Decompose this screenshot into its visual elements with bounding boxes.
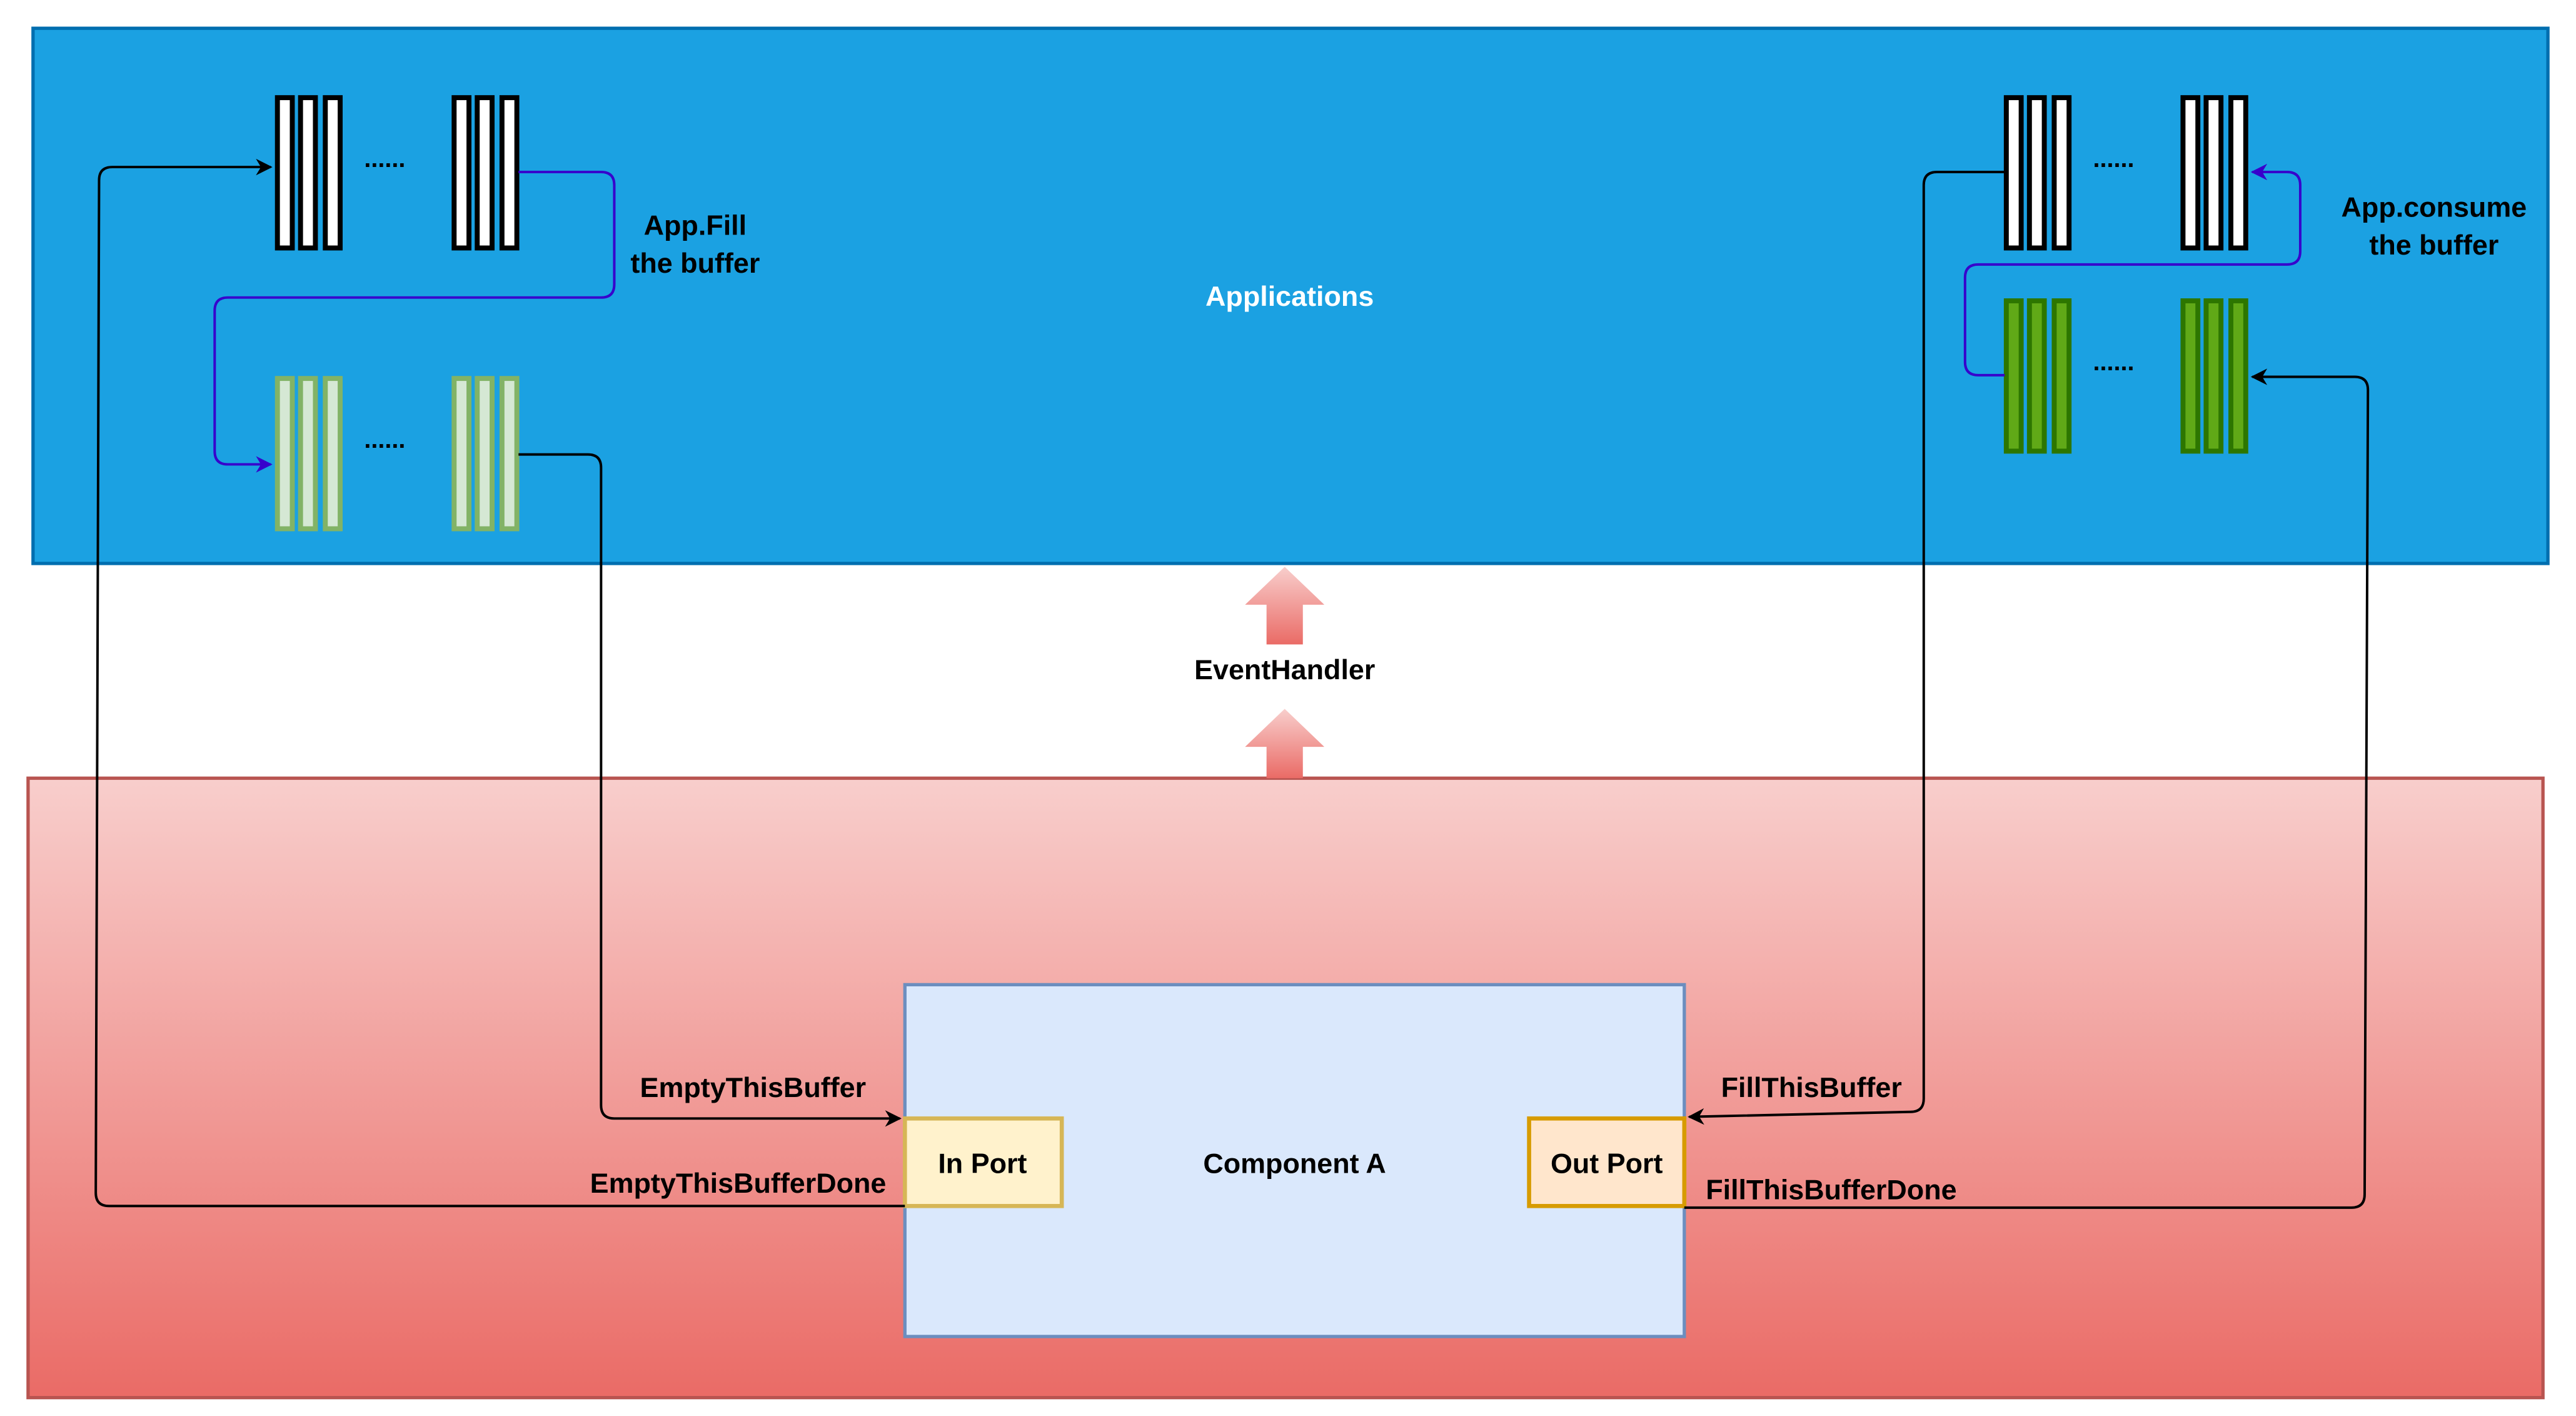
app-consume-label-line2: the buffer	[2369, 229, 2498, 261]
fill-this-buffer-done-arrow	[1684, 368, 2370, 1209]
event-handler-label: EventHandler	[1194, 654, 1375, 685]
empty-input-buffers	[274, 95, 520, 251]
in-port-box	[902, 1116, 1064, 1208]
out-port-box	[1527, 1116, 1687, 1208]
fill-this-buffer-label: FillThisBuffer	[1721, 1071, 1902, 1103]
event-handler-arrow-bottom	[1245, 709, 1325, 779]
event-handler-arrow-top	[1245, 567, 1325, 645]
filled-output-buffers	[2003, 298, 2248, 454]
empty-this-buffer-done-label: EmptyThisBufferDone	[590, 1167, 887, 1199]
app-consume-flow-arrow	[1963, 163, 2302, 377]
in-port-label: In Port	[938, 1147, 1027, 1179]
fill-this-buffer-arrow	[1688, 171, 2005, 1125]
fill-this-buffer-done-label: FillThisBufferDone	[1706, 1174, 1956, 1206]
empty-this-buffer-done-arrow	[94, 158, 905, 1208]
app-fill-label-line1: App.Fill	[644, 209, 747, 241]
empty-output-buffers-ellipsis: ......	[2093, 145, 2134, 173]
empty-this-buffer-label: EmptyThisBuffer	[640, 1071, 867, 1103]
app-fill-flow-arrow	[213, 171, 616, 473]
filled-input-buffers-ellipsis: ......	[364, 426, 405, 453]
filled-output-buffers-ellipsis: ......	[2093, 348, 2134, 376]
app-consume-label-line1: App.consume	[2342, 191, 2527, 223]
app-fill-label-line2: the buffer	[630, 247, 760, 279]
applications-label: Applications	[1205, 280, 1374, 312]
empty-output-buffers	[2003, 95, 2248, 251]
component-a-label: Component A	[1203, 1147, 1386, 1179]
out-port-label: Out Port	[1551, 1147, 1663, 1179]
empty-this-buffer-arrow	[518, 453, 902, 1127]
empty-input-buffers-ellipsis: ......	[364, 145, 405, 173]
filled-input-buffers	[274, 376, 520, 532]
